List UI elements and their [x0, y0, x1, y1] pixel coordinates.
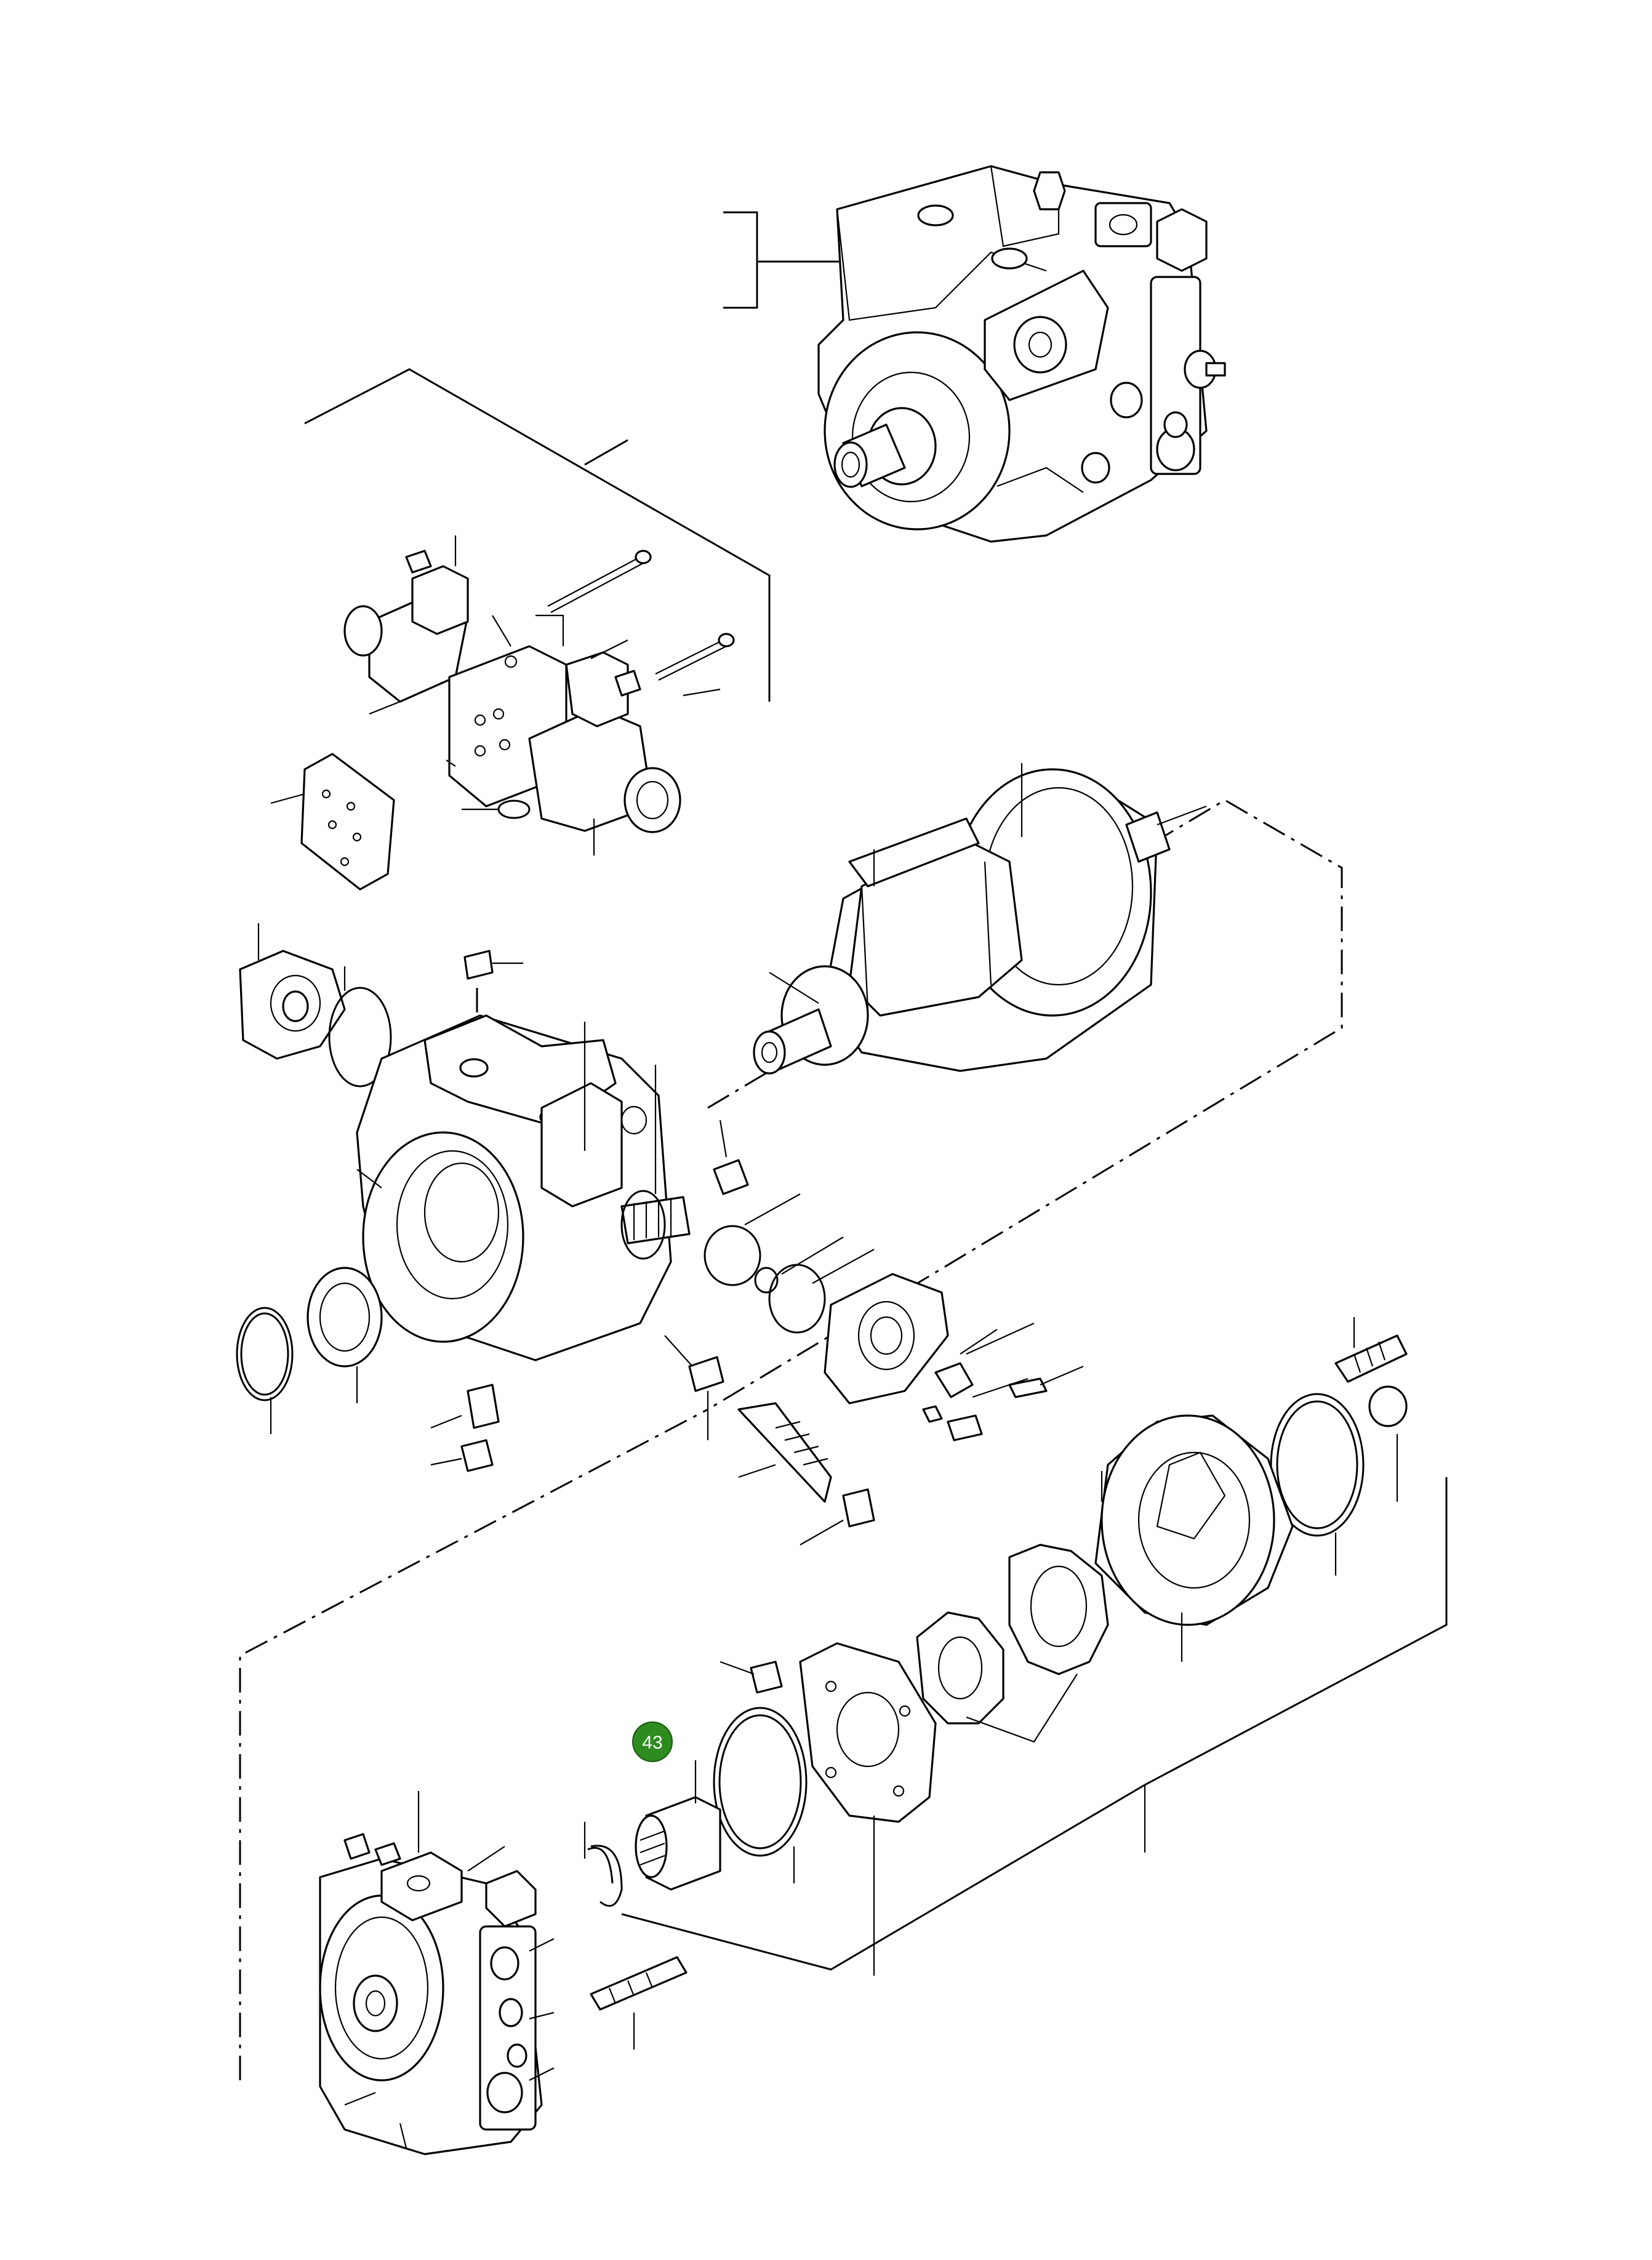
complete-pump-assembly-icon [723, 165, 1226, 543]
rotary-group-icon [707, 763, 1343, 1411]
callout-label: 43 [642, 1733, 662, 1753]
pump-housing-icon [236, 923, 875, 1472]
spring-assembly-icon [737, 1402, 875, 1545]
callout-43[interactable]: 43 [632, 1721, 673, 1762]
port-flange-icon [824, 1273, 1084, 1441]
solenoid-valve-icon [270, 535, 735, 891]
rear-pump-body-icon [319, 1791, 555, 2155]
gear-pump-icon [583, 1317, 1448, 2050]
